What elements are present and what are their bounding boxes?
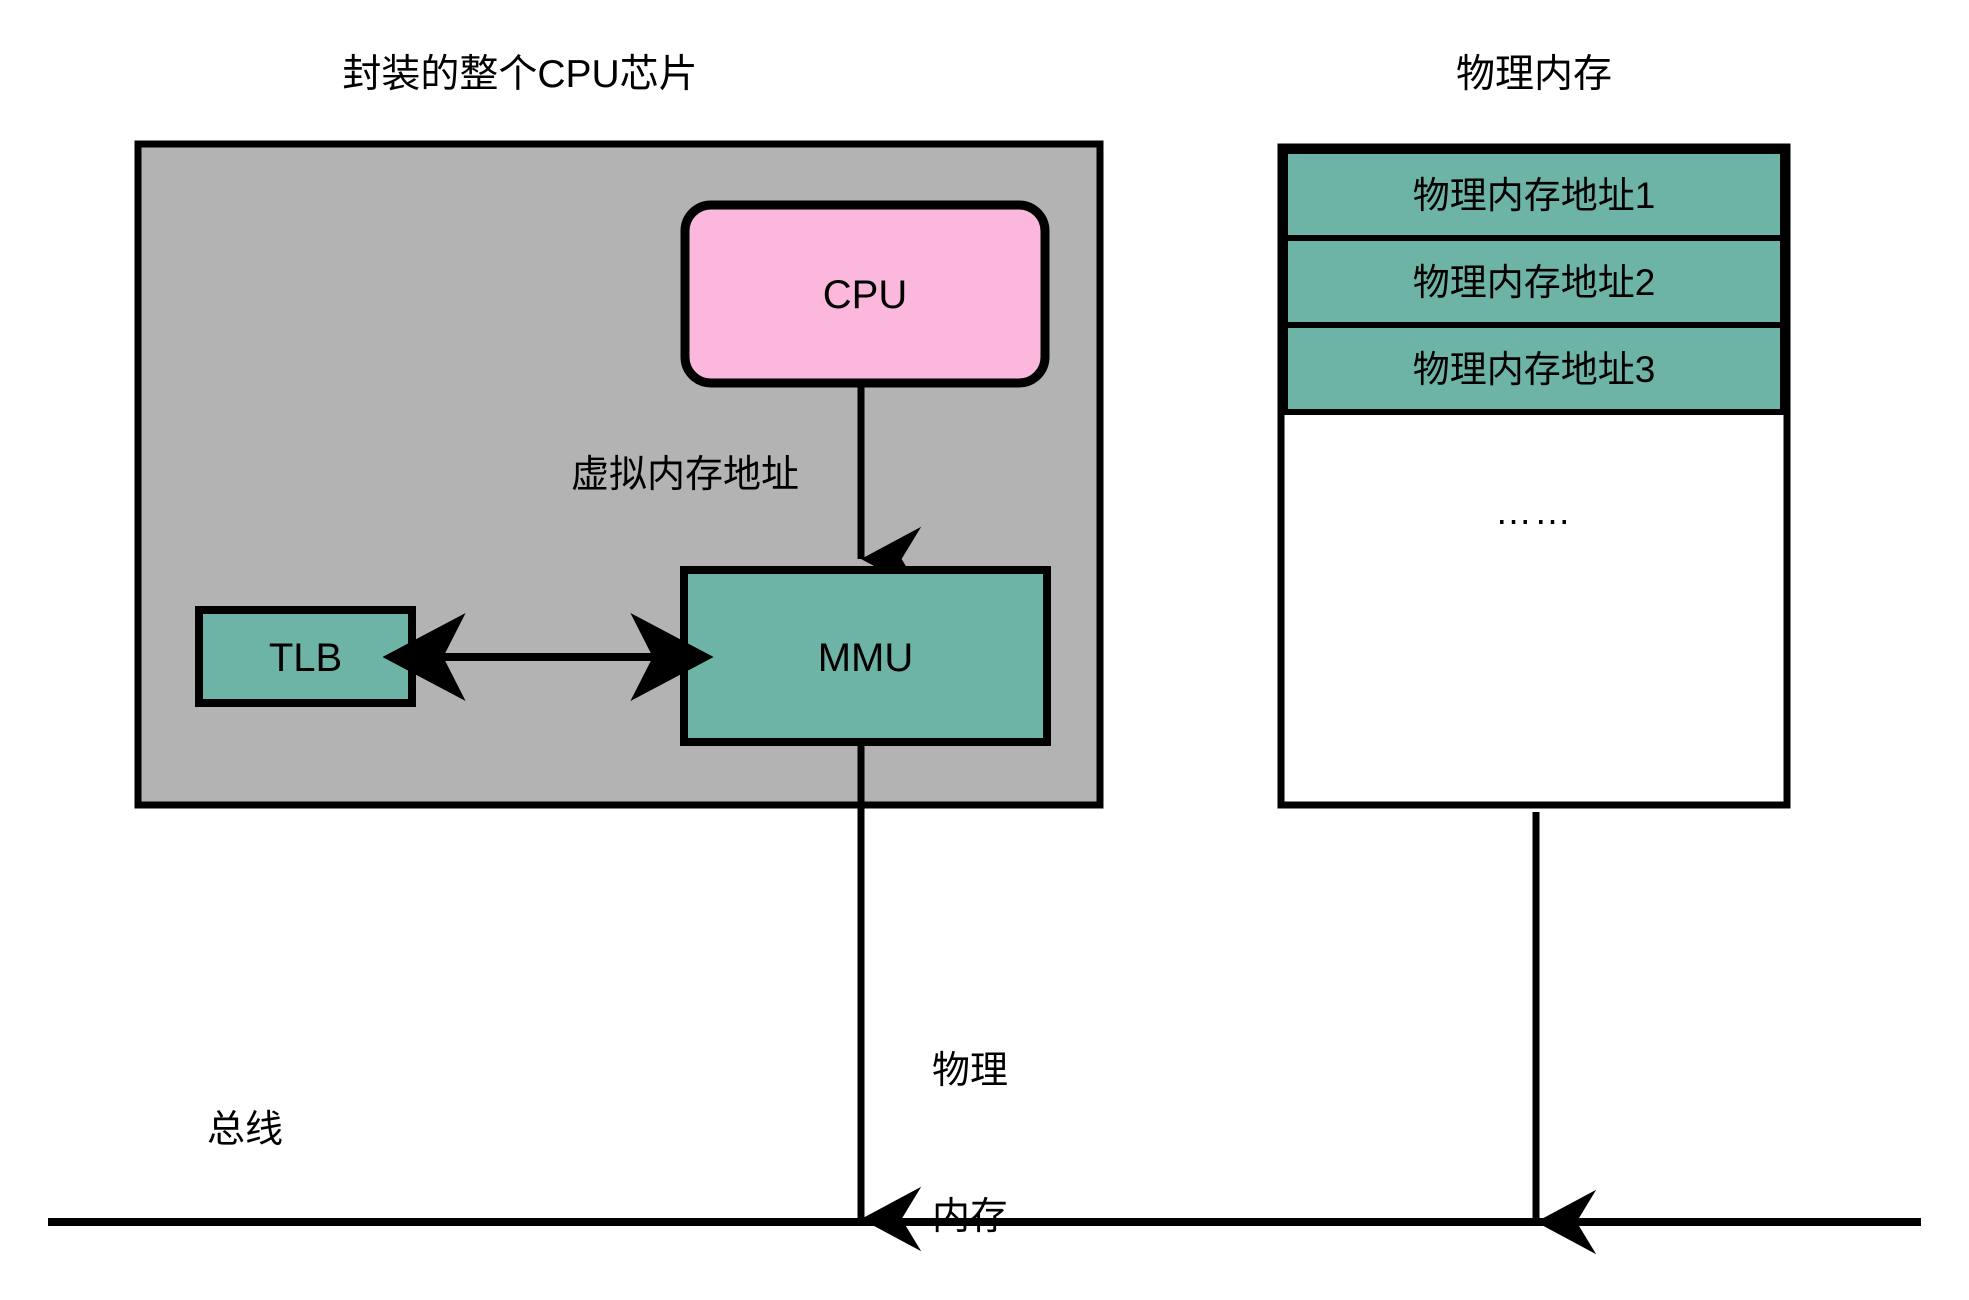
edge-label-physical-address-line-0: 物理 (931, 1050, 1008, 1093)
edge-label-physical-address-line-1: 内存 (931, 1196, 1008, 1239)
memory-title: 物理内存 (1455, 53, 1612, 96)
mmu-label: MMU (817, 636, 914, 680)
memory-row-fill-1 (1282, 235, 1786, 328)
memory-row-fill-2 (1282, 322, 1786, 415)
chip-title: 封装的整个CPU芯片 (342, 53, 698, 96)
edge-label-virtual-address: 虚拟内存地址 (570, 454, 799, 496)
cpu-box (680, 200, 1050, 388)
bus-label: 总线 (206, 1109, 283, 1151)
memory-row-label-2: 物理内存地址3 (1412, 349, 1656, 390)
edge-label-physical-address: 物理 内存 地址 (890, 950, 1050, 1300)
cpu-label: CPU (822, 273, 908, 317)
memory-row-label-1: 物理内存地址2 (1412, 262, 1656, 303)
memory-row-label-3: …… (1495, 491, 1573, 532)
mmu-box (680, 566, 1051, 746)
tlb-label: TLB (268, 636, 343, 680)
memory-row-label-0: 物理内存地址1 (1412, 175, 1656, 216)
